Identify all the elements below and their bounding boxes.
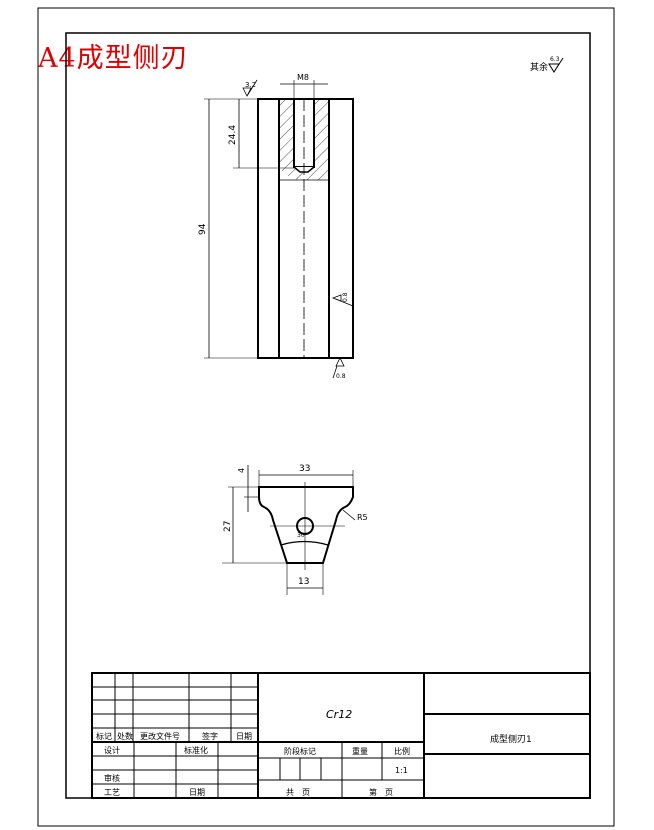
dim-bottom-width: 13 [298,577,309,587]
rev-header-date: 日期 [236,732,252,741]
outer-border [37,7,615,827]
rev-header-mark: 标记 [96,731,112,741]
total-pages-label: 共 页 [286,788,310,797]
standardization-label: 标准化 [184,745,208,755]
dim-height: 27 [223,521,233,532]
roughness-icon [331,294,354,307]
roughness-value: 6.3 [550,56,560,63]
page-number-label: 第 页 [369,787,393,797]
dim-step: 4 [237,468,246,473]
title-block-text: 标记 处数 更改文件号 签字 日期 设计 标准化 审核 工艺 日期 阶段标记 重… [96,708,532,797]
dim-radius: R5 [357,513,368,522]
scale-value: 1:1 [395,766,408,775]
roughness-icon [548,57,564,73]
rev-header-doc: 更改文件号 [140,731,180,741]
bottom-view: 33 4 27 13 R5 30° [222,464,368,595]
weight-label: 重量 [352,746,368,756]
date-label: 日期 [189,788,205,797]
material: Cr12 [326,708,352,721]
roughness-side: 0.8 [342,292,349,302]
roughness-note: 其余 6.3 [530,56,564,73]
drawing-title: A4成型侧刃 [38,43,189,74]
roughness-icon [242,79,258,97]
roughness-top: 3.2 [245,81,256,89]
rev-header-count: 处数 [117,731,133,741]
dim-thread: M8 [297,73,309,82]
part-name: 成型侧刃1 [490,733,532,745]
roughness-bottom: 0.8 [336,373,346,380]
roughness-icon [332,357,345,379]
dim-depth: 24.4 [228,125,238,145]
title-block [91,672,591,799]
review-label: 审核 [104,773,120,783]
roughness-label: 其余 [530,61,548,73]
scale-label: 比例 [394,746,410,756]
stage-mark-label: 阶段标记 [284,746,316,756]
dim-angle: 30° [297,532,308,539]
rev-header-sign: 签字 [202,731,218,741]
front-view: 94 24.4 M8 3.2 0.8 0.8 [198,73,354,380]
design-label: 设计 [104,745,120,755]
dim-length: 94 [198,223,208,235]
process-label: 工艺 [104,788,120,797]
dim-top-width: 33 [299,464,310,474]
